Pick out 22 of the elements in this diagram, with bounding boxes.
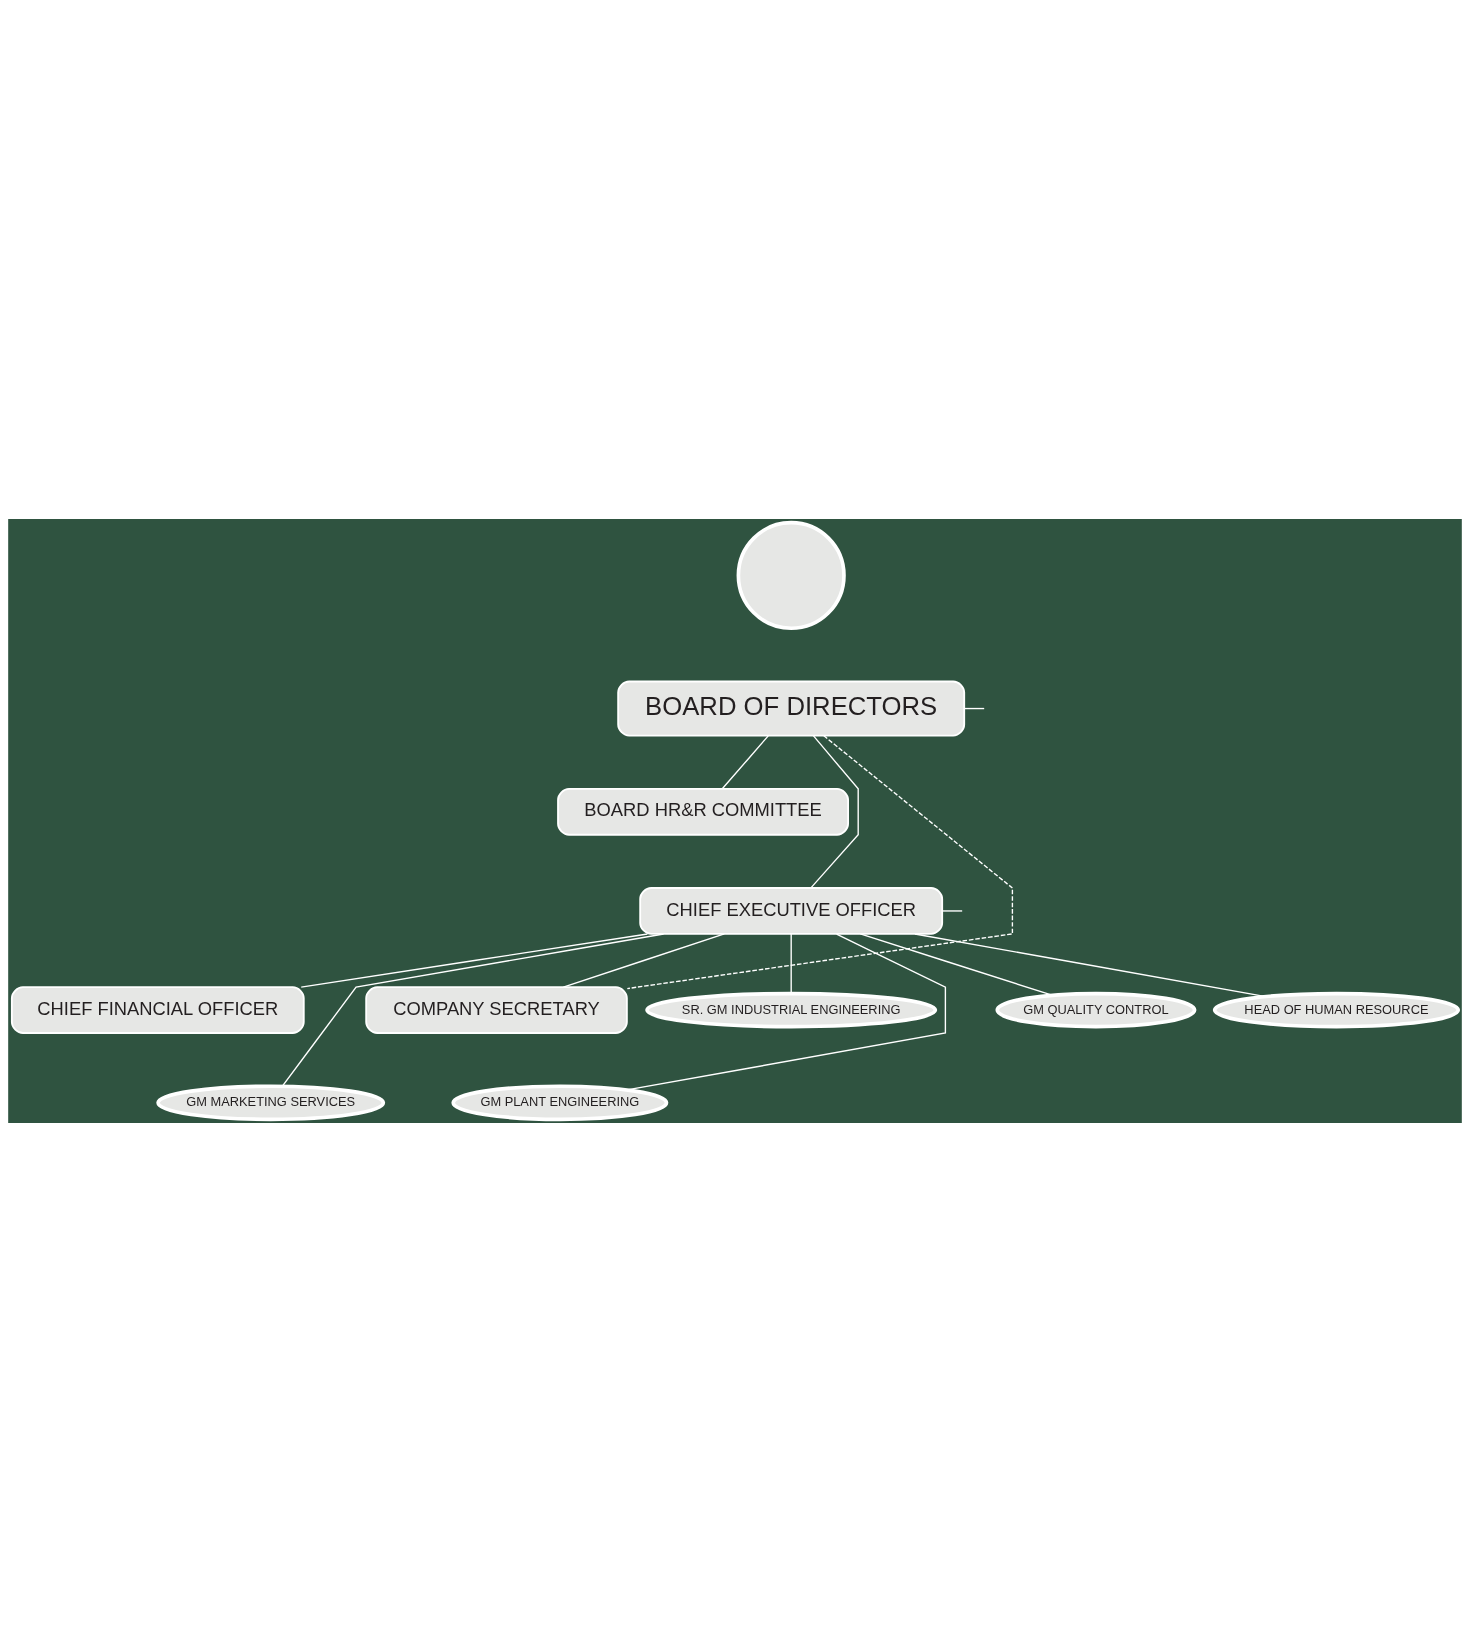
node-ellipse: GM MARKETING SERVICES: [156, 1084, 386, 1122]
connector: [626, 735, 1014, 990]
connector: [790, 933, 792, 995]
connector: [859, 933, 1053, 996]
node-box: COMPANY SECRETARY: [365, 986, 628, 1034]
node-box: CHIEF EXECUTIVE OFFICER: [639, 887, 944, 935]
node-box: BOARD OF DIRECTORS: [617, 680, 966, 737]
node-circle: [736, 520, 846, 631]
node-box: BOARD HR&R COMMITTEE: [557, 787, 849, 836]
connector: [300, 933, 649, 988]
connector: [810, 735, 859, 889]
connector: [626, 933, 947, 1091]
node-ellipse: HEAD OF HUMAN RESOURCE: [1212, 991, 1461, 1029]
connector: [941, 910, 963, 912]
node-ellipse: SR. GM INDUSTRIAL ENGINEERING: [645, 991, 938, 1029]
node-ellipse: GM QUALITY CONTROL: [995, 991, 1197, 1029]
connector: [963, 707, 985, 710]
node-box: CHIEF FINANCIAL OFFICER: [10, 986, 305, 1034]
connector: [562, 933, 725, 988]
node-ellipse: GM PLANT ENGINEERING: [451, 1084, 669, 1122]
connector: [281, 933, 665, 1087]
connector: [721, 735, 769, 790]
